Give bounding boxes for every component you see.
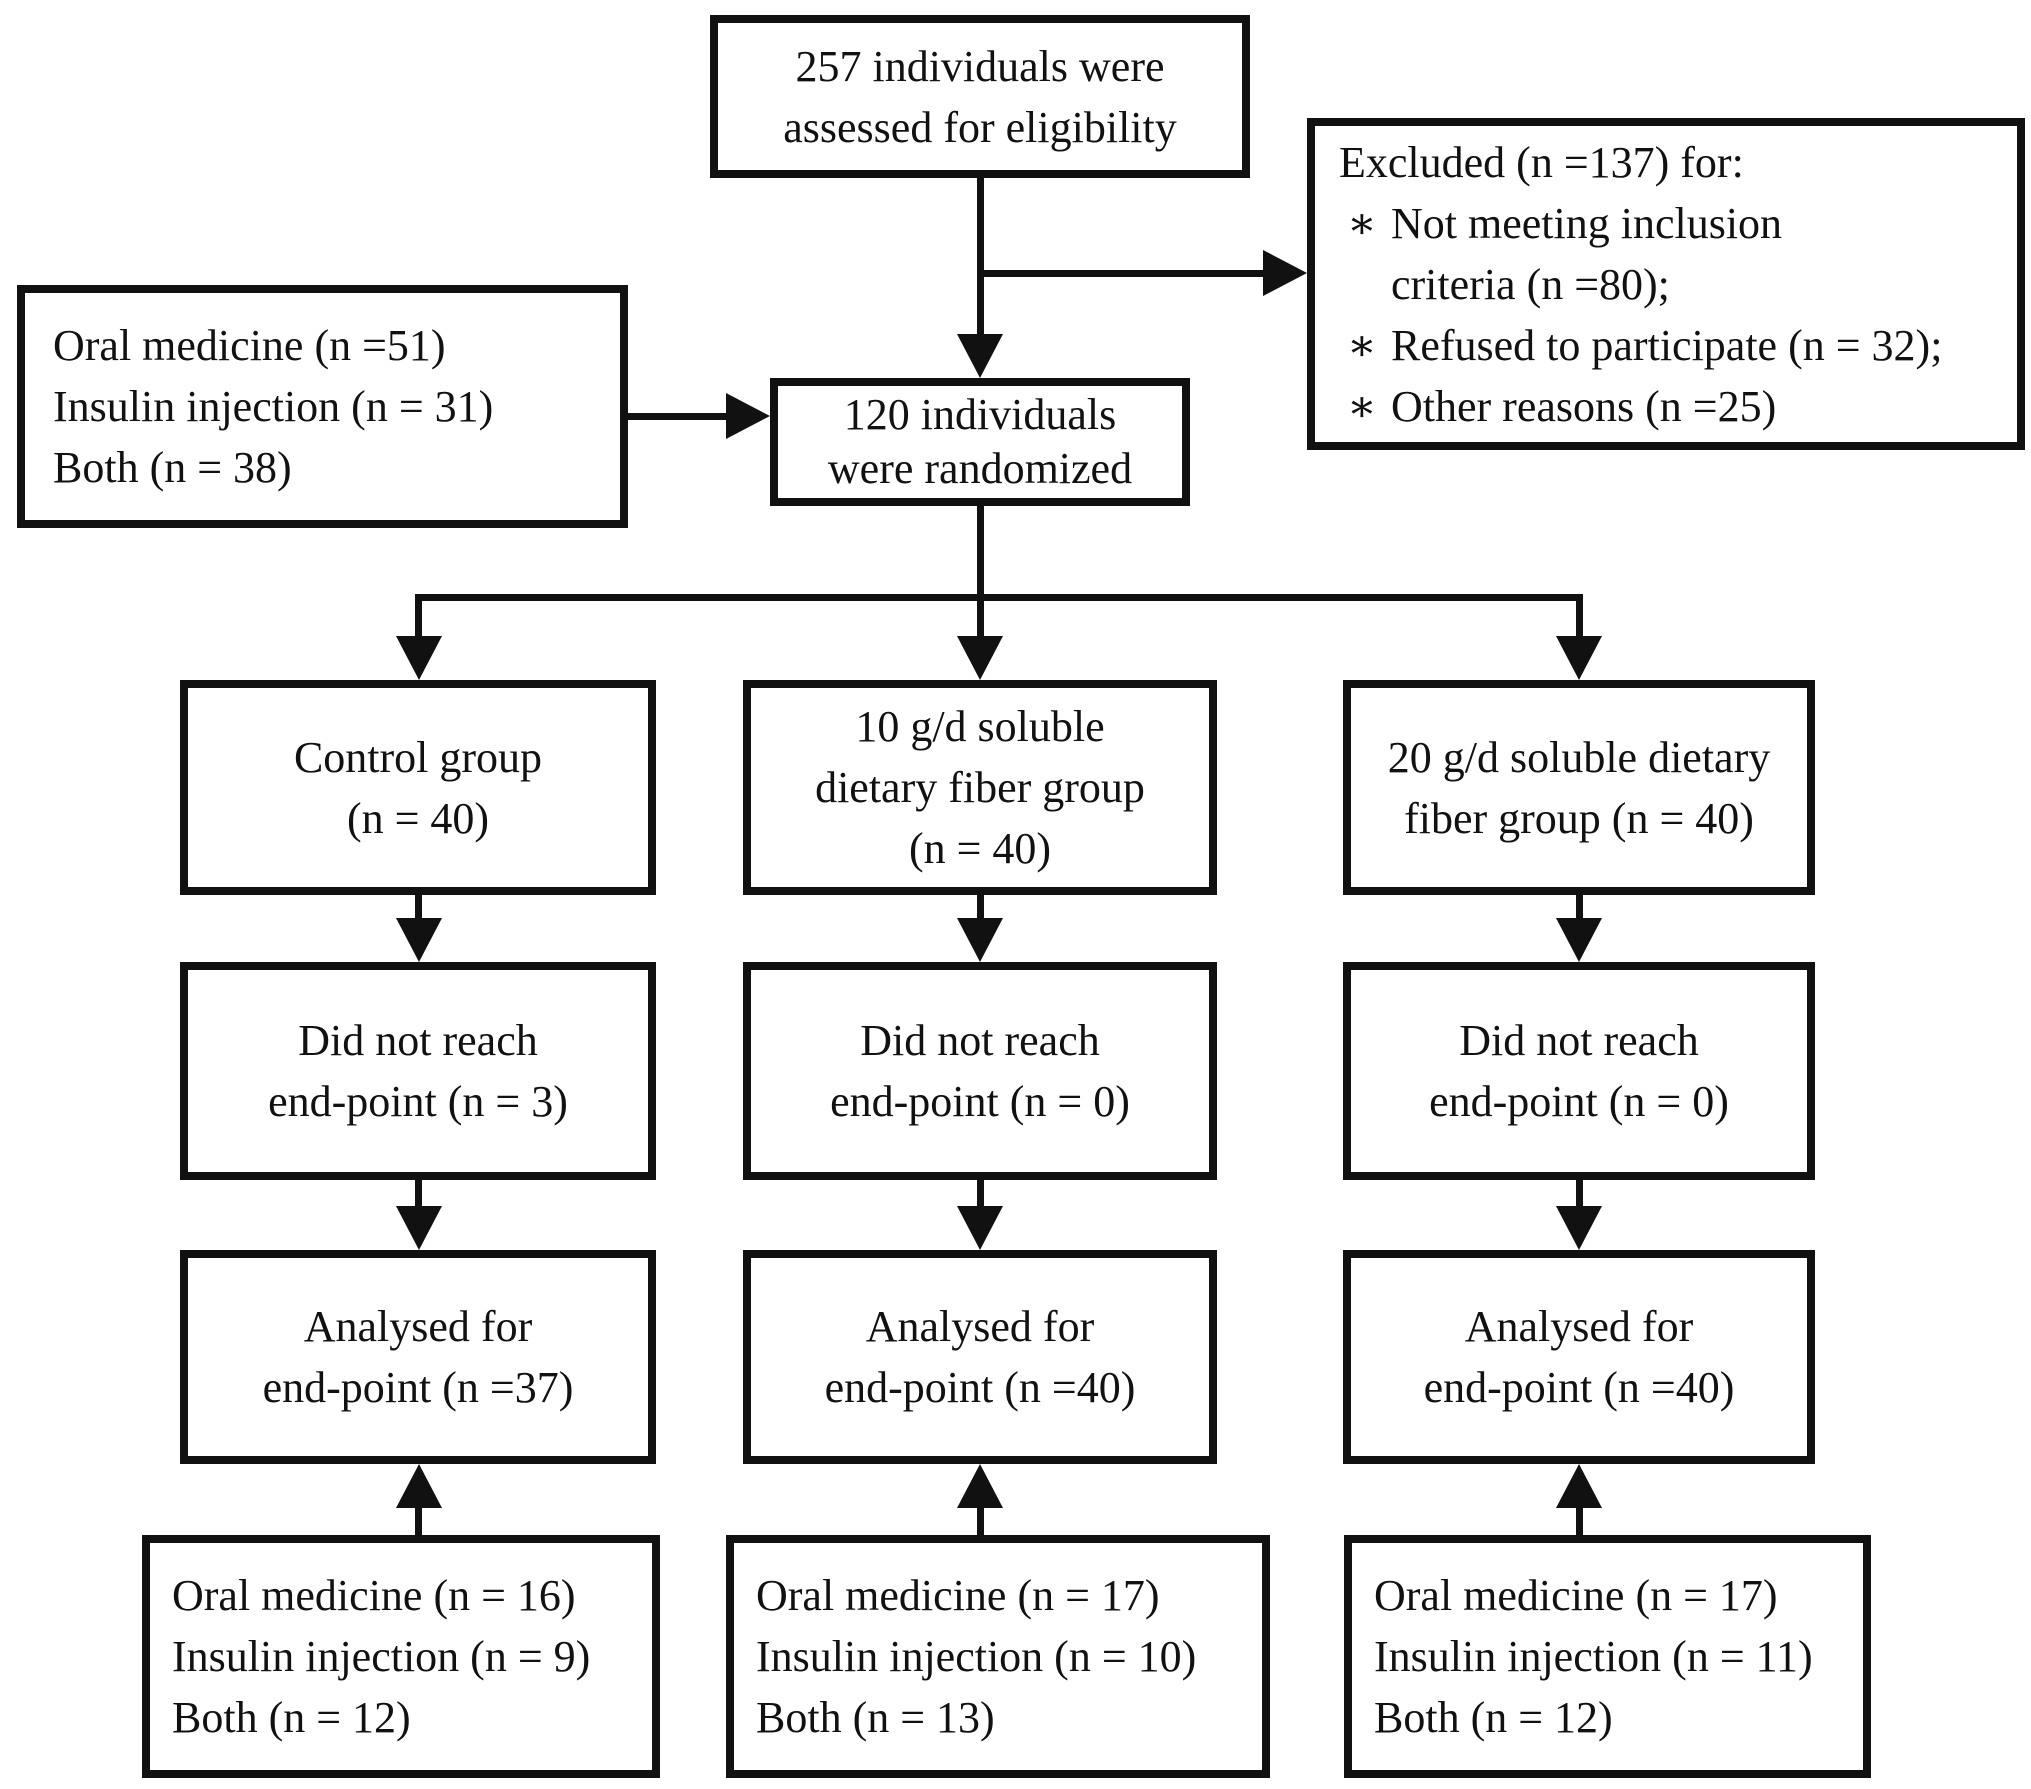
not-reached-box-control: Did not reach end-point (n = 3): [180, 962, 656, 1180]
excluded-reason-1-line-2: criteria (n =80);: [1391, 259, 1670, 309]
arrowhead-up-analysed-fiber20: [1556, 1464, 1602, 1508]
not-reached-fiber10-line-2: end-point (n = 0): [830, 1077, 1130, 1126]
line-treatment-to-analysed-fiber10: [977, 1506, 984, 1535]
line-treatment-to-analysed-control: [415, 1506, 422, 1535]
treatment-control-line-2: Insulin injection (n = 9): [172, 1632, 591, 1681]
line-treatment-to-analysed-fiber20: [1576, 1506, 1583, 1535]
analysed-box-control: Analysed for end-point (n =37): [180, 1250, 656, 1464]
analysed-fiber10-line-1: Analysed for: [865, 1302, 1095, 1351]
treatment-fiber20-line-2: Insulin injection (n = 11): [1374, 1632, 1813, 1681]
analysed-box-fiber10: Analysed for end-point (n =40): [743, 1250, 1217, 1464]
excluded-reason-2-text: Refused to participate (n = 32);: [1391, 315, 1942, 376]
analysed-fiber20-line-1: Analysed for: [1464, 1302, 1694, 1351]
pre-randomization-line-2: Insulin injection (n = 31): [53, 382, 494, 431]
randomized-line-2: were randomized: [827, 444, 1133, 493]
arrowhead-down-notreached-control: [396, 918, 442, 962]
line-control-to-notreached: [415, 895, 422, 923]
asterisk-bullet-icon: ∗: [1347, 198, 1377, 248]
line-branch-to-control: [415, 594, 422, 640]
line-branch-to-fiber20: [1576, 594, 1583, 640]
line-notreached-to-analysed-fiber10: [977, 1180, 984, 1210]
line-branch-to-fiber10: [977, 594, 984, 640]
arrowhead-down-control: [396, 636, 442, 680]
treatment-box-control: Oral medicine (n = 16) Insulin injection…: [142, 1535, 660, 1778]
treatment-fiber10-line-1: Oral medicine (n = 17): [756, 1571, 1160, 1620]
analysed-box-fiber20: Analysed for end-point (n =40): [1343, 1250, 1815, 1464]
not-reached-box-fiber10: Did not reach end-point (n = 0): [743, 962, 1217, 1180]
line-prerandomization-to-randomized: [628, 413, 732, 420]
arrowhead-down-analysed-control: [396, 1206, 442, 1250]
not-reached-box-fiber20: Did not reach end-point (n = 0): [1343, 962, 1815, 1180]
not-reached-fiber20-line-2: end-point (n = 0): [1429, 1077, 1729, 1126]
treatment-fiber10-line-2: Insulin injection (n = 10): [756, 1632, 1197, 1681]
excluded-title: Excluded (n =137) for:: [1339, 137, 1744, 187]
fiber10-group-line-1: 10 g/d soluble: [855, 702, 1105, 751]
analysed-control-line-1: Analysed for: [303, 1302, 533, 1351]
asterisk-bullet-icon: ∗: [1347, 320, 1377, 370]
treatment-box-fiber10: Oral medicine (n = 17) Insulin injection…: [726, 1535, 1270, 1778]
treatment-box-fiber20: Oral medicine (n = 17) Insulin injection…: [1344, 1535, 1871, 1778]
arrowhead-down-analysed-fiber10: [957, 1206, 1003, 1250]
arrowhead-up-analysed-control: [396, 1464, 442, 1508]
arrowhead-down-fiber20: [1556, 636, 1602, 680]
not-reached-control-line-2: end-point (n = 3): [268, 1077, 568, 1126]
treatment-fiber20-line-3: Both (n = 12): [1374, 1693, 1613, 1742]
pre-randomization-line-1: Oral medicine (n =51): [53, 321, 446, 370]
treatment-fiber10-line-3: Both (n = 13): [756, 1693, 995, 1742]
analysed-fiber20-line-2: end-point (n =40): [1423, 1363, 1735, 1412]
not-reached-control-line-1: Did not reach: [298, 1016, 538, 1065]
excluded-reason-3: ∗ Other reasons (n =25): [1339, 376, 1776, 437]
fiber10-group-line-2: dietary fiber group: [815, 763, 1145, 812]
assessed-line-2: assessed for eligibility: [783, 102, 1177, 152]
excluded-reason-2-line-1: Refused to participate (n = 32);: [1391, 320, 1943, 370]
excluded-reason-1: ∗ Not meeting inclusion criteria (n =80)…: [1339, 193, 1782, 315]
arrowhead-down-randomized: [957, 334, 1003, 378]
pre-randomization-line-3: Both (n = 38): [53, 443, 292, 492]
arrowhead-down-analysed-fiber20: [1556, 1206, 1602, 1250]
line-randomized-to-branch: [977, 506, 984, 601]
line-notreached-to-analysed-fiber20: [1576, 1180, 1583, 1210]
excluded-reason-3-line-1: Other reasons (n =25): [1391, 381, 1777, 431]
analysed-control-line-2: end-point (n =37): [262, 1363, 574, 1412]
line-notreached-to-analysed-control: [415, 1180, 422, 1210]
arrowhead-down-notreached-fiber10: [957, 918, 1003, 962]
arrowhead-down-notreached-fiber20: [1556, 918, 1602, 962]
treatment-fiber20-line-1: Oral medicine (n = 17): [1374, 1571, 1778, 1620]
excluded-reason-3-text: Other reasons (n =25): [1391, 376, 1776, 437]
randomized-box: 120 individuals were randomized: [770, 378, 1190, 506]
control-group-line-2: (n = 40): [346, 793, 490, 843]
treatment-control-line-1: Oral medicine (n = 16): [172, 1571, 576, 1620]
treatment-control-line-3: Both (n = 12): [172, 1693, 411, 1742]
excluded-box: Excluded (n =137) for: ∗ Not meeting inc…: [1307, 118, 2025, 450]
arrowhead-up-analysed-fiber10: [957, 1464, 1003, 1508]
fiber20-group-line-1: 20 g/d soluble dietary: [1387, 732, 1771, 782]
excluded-reason-1-text: Not meeting inclusion criteria (n =80);: [1391, 193, 1782, 315]
line-assessed-to-randomized: [977, 177, 984, 337]
line-fiber20-to-notreached: [1576, 895, 1583, 923]
fiber10-group-box: 10 g/d soluble dietary fiber group (n = …: [743, 680, 1217, 895]
analysed-fiber10-line-2: end-point (n =40): [824, 1363, 1136, 1412]
control-group-box: Control group (n = 40): [180, 680, 656, 895]
control-group-line-1: Control group: [293, 732, 543, 782]
arrowhead-down-fiber10: [957, 636, 1003, 680]
arrowhead-right-randomized: [726, 393, 770, 439]
fiber20-group-box: 20 g/d soluble dietary fiber group (n = …: [1343, 680, 1815, 895]
assessed-box: 257 individuals were assessed for eligib…: [710, 15, 1250, 178]
arrowhead-right-excluded: [1263, 250, 1307, 296]
assessed-line-1: 257 individuals were: [795, 41, 1165, 91]
randomized-line-1: 120 individuals: [843, 390, 1117, 439]
line-fiber10-to-notreached: [977, 895, 984, 923]
branch-line: [415, 594, 1583, 601]
not-reached-fiber10-line-1: Did not reach: [860, 1016, 1100, 1065]
excluded-reason-1-line-1: Not meeting inclusion: [1391, 198, 1783, 248]
line-to-excluded: [980, 270, 1265, 277]
fiber20-group-line-2: fiber group (n = 40): [1404, 793, 1754, 843]
asterisk-bullet-icon: ∗: [1347, 381, 1377, 431]
not-reached-fiber20-line-1: Did not reach: [1459, 1016, 1699, 1065]
excluded-reason-2: ∗ Refused to participate (n = 32);: [1339, 315, 1942, 376]
pre-randomization-box: Oral medicine (n =51) Insulin injection …: [17, 285, 628, 528]
fiber10-group-line-3: (n = 40): [908, 824, 1052, 873]
